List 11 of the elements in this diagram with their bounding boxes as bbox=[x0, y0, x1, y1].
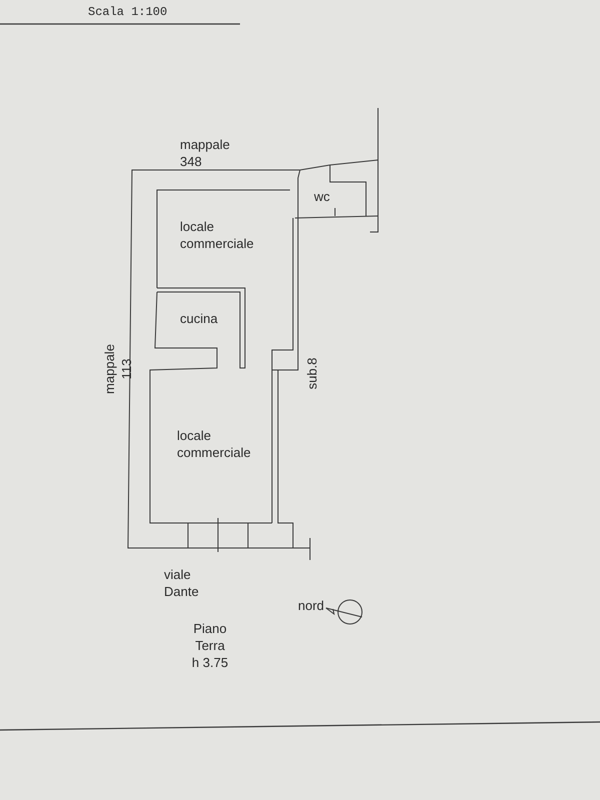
scale-note: Scala 1:100 bbox=[88, 4, 168, 21]
street-label: viale Dante bbox=[164, 566, 200, 600]
room-label: locale commerciale bbox=[177, 427, 252, 461]
parcel-label: mappale 348 bbox=[180, 136, 231, 170]
north-label: nord bbox=[298, 597, 324, 614]
room-label: wc bbox=[314, 188, 330, 205]
parcel-label: mappale 113 bbox=[101, 343, 135, 396]
parcel-label: sub.8 bbox=[304, 356, 320, 392]
floor-note: Piano Terra h 3.75 bbox=[190, 620, 230, 671]
room-label: cucina bbox=[180, 310, 218, 327]
room-label: locale commerciale bbox=[180, 218, 255, 252]
